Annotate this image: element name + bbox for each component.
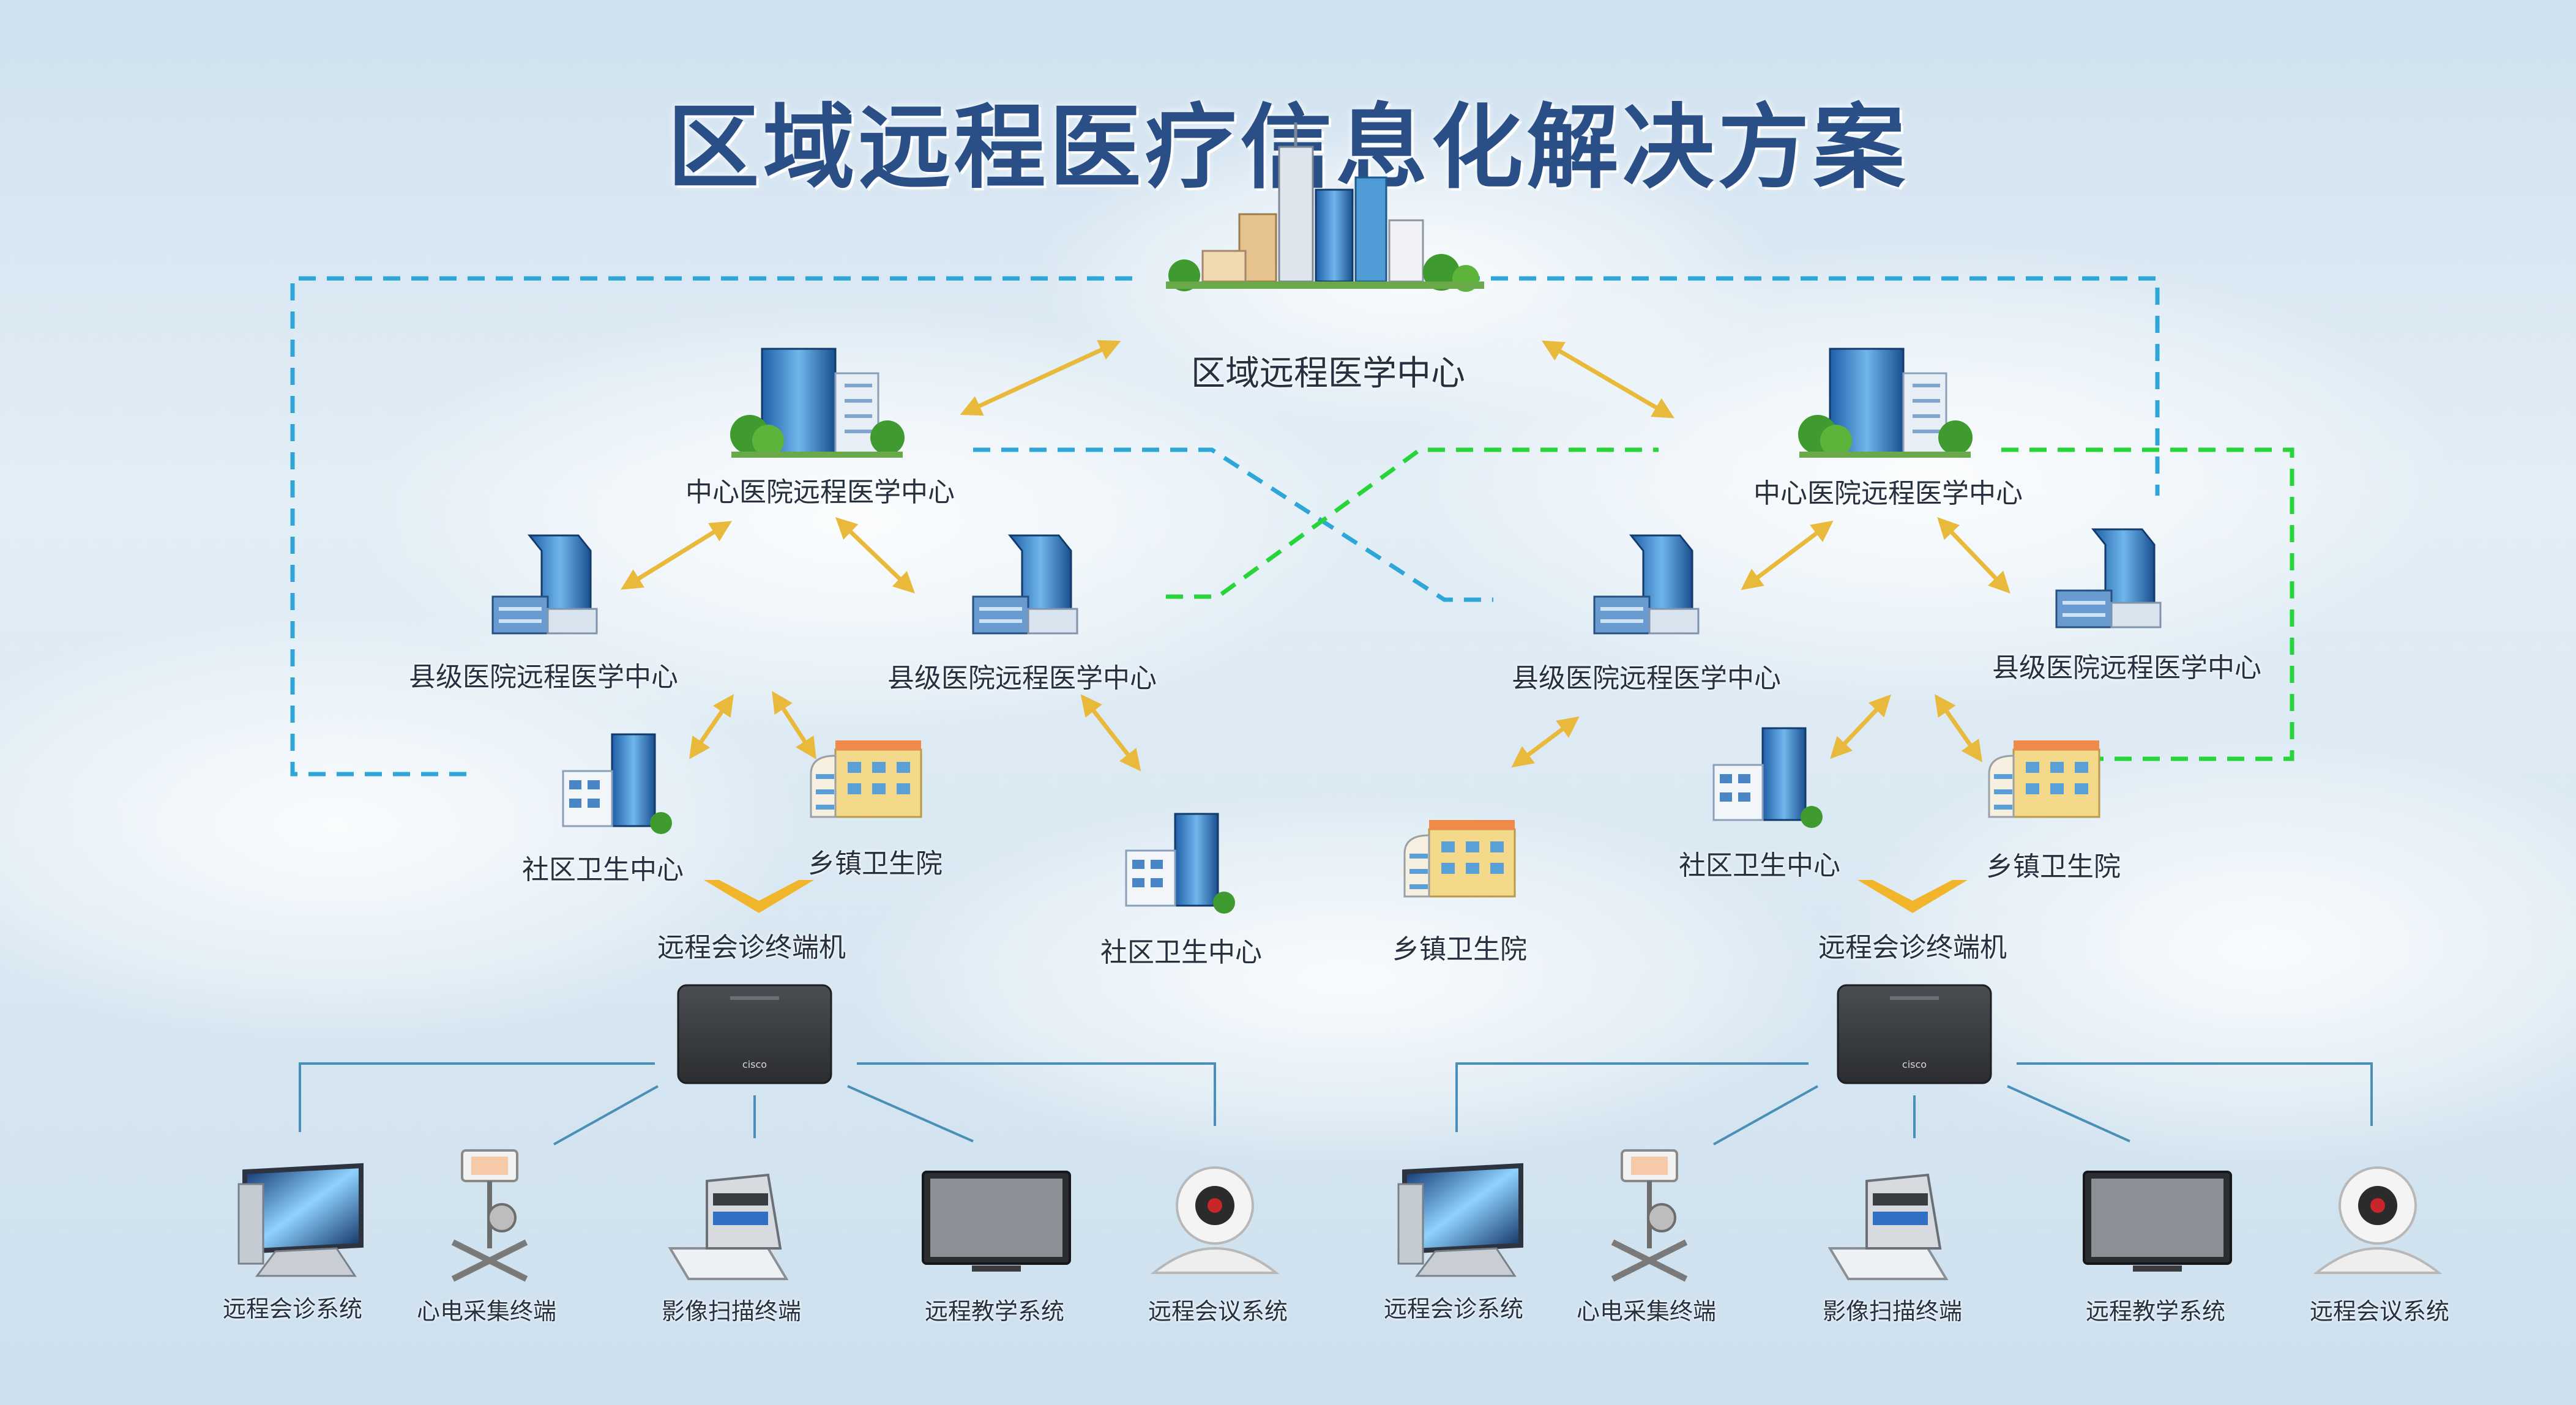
right-chevron-icon xyxy=(1857,880,1968,913)
right-county-hospital-b-icon xyxy=(2056,529,2160,627)
left-device-label-5: 远程会议系统 xyxy=(1148,1298,1288,1325)
arrow-l-county-community xyxy=(689,694,734,759)
right-teaching-tv-icon xyxy=(2083,1171,2232,1273)
left-terminal-label: 远程会诊终端机 xyxy=(657,932,846,963)
right-county-hospital-a-icon xyxy=(1594,535,1698,633)
left-county-a-label: 县级医院远程医学中心 xyxy=(409,662,678,693)
left-device-lines xyxy=(299,1062,1216,1146)
left-central-label: 中心医院远程医学中心 xyxy=(685,477,955,508)
arrow-l-countyb-community xyxy=(1080,694,1141,772)
left-county-hospital-a-icon xyxy=(493,535,597,633)
regional-center-city-icon xyxy=(1166,122,1484,292)
left-device-label-2: 心电采集终端 xyxy=(416,1298,557,1325)
left-terminal-router-icon xyxy=(677,984,832,1084)
cloud-4 xyxy=(857,796,1836,1163)
left-device-label-4: 远程教学系统 xyxy=(924,1298,1065,1325)
left-device-label-1: 远程会诊系统 xyxy=(222,1295,363,1322)
left-chevron-icon xyxy=(704,880,814,913)
regional-center-label: 区域远程医学中心 xyxy=(1191,354,1465,393)
right-ecg-icon xyxy=(1613,1150,1686,1279)
dashed-link-top-right xyxy=(1463,276,2160,496)
right-township-clinic-a-icon xyxy=(1403,819,1516,898)
right-county-b-label: 县级医院远程医学中心 xyxy=(1992,652,2261,684)
dashed-link-green-cross xyxy=(1166,447,1659,599)
dashed-link-left-outer xyxy=(290,276,1132,777)
right-county-a-label: 县级医院远程医学中心 xyxy=(1512,663,1781,694)
arrow-top-right xyxy=(1541,340,1675,419)
right-webcam-icon xyxy=(2315,1166,2440,1274)
right-township-b-label: 乡镇卫生院 xyxy=(1986,851,2121,882)
dashed-link-left-cross xyxy=(973,447,1493,602)
left-community-center-b-icon xyxy=(1125,813,1236,915)
right-terminal-label: 远程会诊终端机 xyxy=(1818,932,2007,963)
arrow-l-county-township xyxy=(772,691,816,759)
left-county-hospital-b-icon xyxy=(973,535,1077,633)
right-terminal-router-icon xyxy=(1837,984,1992,1084)
left-scanner-icon xyxy=(669,1174,788,1280)
left-township-clinic-icon xyxy=(810,739,922,818)
left-central-hospital-icon xyxy=(730,349,905,458)
right-community-center-icon xyxy=(1712,727,1824,829)
dashed-link-green-right xyxy=(2001,447,2294,761)
left-teaching-tv-icon xyxy=(922,1171,1071,1273)
cloud-5 xyxy=(1836,734,2576,1163)
left-county-b-label: 县级医院远程医学中心 xyxy=(887,663,1157,694)
arrow-r-county-township xyxy=(1511,716,1580,768)
right-device-label-5: 远程会议系统 xyxy=(2309,1298,2450,1325)
arrow-r-central-county-a xyxy=(1741,520,1834,591)
right-device-label-3: 影像扫描终端 xyxy=(1822,1298,1963,1325)
right-central-hospital-icon xyxy=(1798,349,1973,458)
arrow-top-left xyxy=(960,340,1121,416)
left-device-label-3: 影像扫描终端 xyxy=(661,1298,802,1325)
left-ecg-icon xyxy=(453,1150,526,1279)
right-township-a-label: 乡镇卫生院 xyxy=(1392,934,1527,965)
arrow-r-central-county-b xyxy=(1937,516,2010,594)
right-community-a-label: 社区卫生中心 xyxy=(1679,850,1840,881)
right-device-lines xyxy=(1455,1062,2373,1146)
arrow-r-county-township-b xyxy=(1934,694,1983,762)
right-central-label: 中心医院远程医学中心 xyxy=(1753,478,2023,509)
arrow-r-county-community xyxy=(1830,694,1891,759)
right-scanner-icon xyxy=(1829,1174,1947,1280)
arrow-l-central-county-b xyxy=(835,517,916,594)
left-community-a-label: 社区卫生中心 xyxy=(522,854,684,885)
left-community-b-label: 社区卫生中心 xyxy=(1100,937,1262,968)
right-device-label-2: 心电采集终端 xyxy=(1576,1298,1717,1325)
right-township-clinic-b-icon xyxy=(1988,739,2100,818)
right-device-label-1: 远程会诊系统 xyxy=(1383,1295,1524,1322)
left-township-a-label: 乡镇卫生院 xyxy=(808,848,943,879)
arrow-l-central-county-a xyxy=(621,521,732,590)
right-device-label-4: 远程教学系统 xyxy=(2085,1298,2226,1325)
left-community-center-a-icon xyxy=(562,733,673,835)
left-webcam-icon xyxy=(1152,1166,1277,1274)
left-consult-monitor-icon xyxy=(239,1166,361,1276)
right-consult-monitor-icon xyxy=(1398,1166,1521,1276)
